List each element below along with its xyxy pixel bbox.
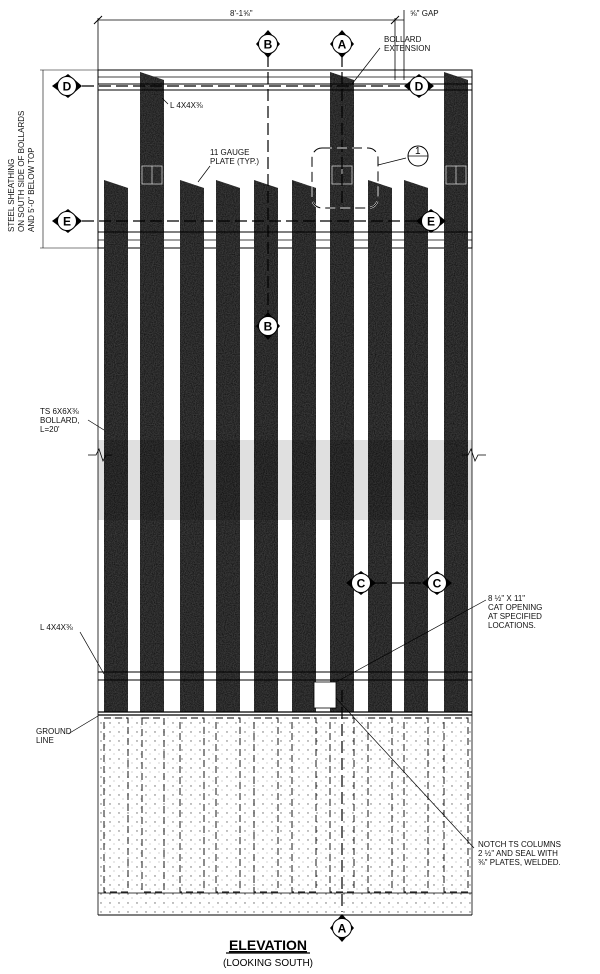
svg-text:11 GAUGE: 11 GAUGE — [210, 148, 249, 157]
plate-label: 11 GAUGE PLATE (TYP.) — [210, 148, 259, 166]
svg-text:AND 5'-0" BELOW TOP: AND 5'-0" BELOW TOP — [27, 147, 36, 232]
svg-text:8 ½" x 11": 8 ½" x 11" — [488, 594, 525, 603]
svg-text:A: A — [338, 922, 347, 936]
svg-text:B: B — [264, 320, 273, 334]
marker-e-left: E — [52, 209, 82, 233]
top-width-dimension: 8'-1⅝" — [230, 9, 253, 18]
marker-b-mid: B — [256, 312, 280, 340]
marker-b-top: B — [256, 30, 280, 58]
detail-number: 1 — [415, 146, 421, 157]
svg-text:B: B — [264, 38, 273, 52]
svg-text:BOLLARD,: BOLLARD, — [40, 416, 80, 425]
svg-text:TS 6X6X⅜: TS 6X6X⅜ — [40, 407, 79, 416]
svg-text:STEEL SHEATHING: STEEL SHEATHING — [7, 159, 16, 232]
svg-text:2 ½" AND SEAL WITH: 2 ½" AND SEAL WITH — [478, 849, 558, 858]
ground-line-label: GROUND LINE — [36, 727, 72, 745]
ts-bollard-label: TS 6X6X⅜ BOLLARD, L=20' — [40, 407, 80, 434]
angle-top-label: L 4X4X⅜ — [170, 101, 203, 110]
marker-c-left: C — [346, 571, 376, 595]
drawing-subtitle: (LOOKING SOUTH) — [223, 958, 313, 969]
svg-text:GROUND: GROUND — [36, 727, 72, 736]
svg-text:⅜" PLATES, WELDED.: ⅜" PLATES, WELDED. — [478, 858, 561, 867]
cat-opening-label: 8 ½" x 11" CAT OPENING AT SPECIFIED LOCA… — [488, 594, 542, 630]
bollards — [98, 72, 472, 712]
svg-text:E: E — [63, 215, 71, 229]
svg-text:CAT OPENING: CAT OPENING — [488, 603, 542, 612]
marker-d-right: D — [404, 74, 434, 98]
leader-lines — [67, 47, 487, 849]
svg-text:LOCATIONS.: LOCATIONS. — [488, 621, 536, 630]
svg-text:BOLLARD: BOLLARD — [384, 35, 422, 44]
foundation — [98, 681, 472, 916]
drawing-title: ELEVATION — [229, 937, 307, 953]
svg-text:C: C — [433, 577, 442, 591]
svg-text:LINE: LINE — [36, 736, 54, 745]
svg-text:EXTENSION: EXTENSION — [384, 44, 430, 53]
gap-dimension: ⅝" GAP — [410, 9, 439, 18]
top-dimension: 8'-1⅝" ⅝" GAP — [93, 9, 439, 80]
break-marks — [88, 447, 486, 463]
svg-text:D: D — [63, 80, 72, 94]
svg-text:E: E — [427, 215, 435, 229]
angle-bottom-label: L 4X4X⅜ — [40, 623, 73, 632]
svg-text:D: D — [415, 80, 424, 94]
cat-opening — [313, 681, 337, 709]
svg-text:NOTCH TS COLUMNS: NOTCH TS COLUMNS — [478, 840, 561, 849]
svg-text:AT SPECIFIED: AT SPECIFIED — [488, 612, 542, 621]
svg-text:ON SOUTH SIDE OF BOLLARDS: ON SOUTH SIDE OF BOLLARDS — [17, 111, 26, 232]
marker-a-bottom: A — [330, 914, 354, 942]
marker-d-left: D — [52, 74, 82, 98]
bollard-extension-label: BOLLARD EXTENSION — [384, 35, 430, 53]
notch-label: NOTCH TS COLUMNS 2 ½" AND SEAL WITH ⅜" P… — [478, 840, 561, 867]
svg-text:L=20': L=20' — [40, 425, 60, 434]
marker-e-right: E — [416, 209, 446, 233]
sheathing-label: STEEL SHEATHING ON SOUTH SIDE OF BOLLARD… — [7, 111, 36, 232]
marker-a-top: A — [330, 30, 354, 58]
detail-callout: 1 — [311, 145, 429, 209]
svg-text:A: A — [338, 38, 347, 52]
marker-c-right: C — [422, 571, 452, 595]
svg-text:PLATE (TYP.): PLATE (TYP.) — [210, 157, 259, 166]
svg-text:C: C — [357, 577, 366, 591]
